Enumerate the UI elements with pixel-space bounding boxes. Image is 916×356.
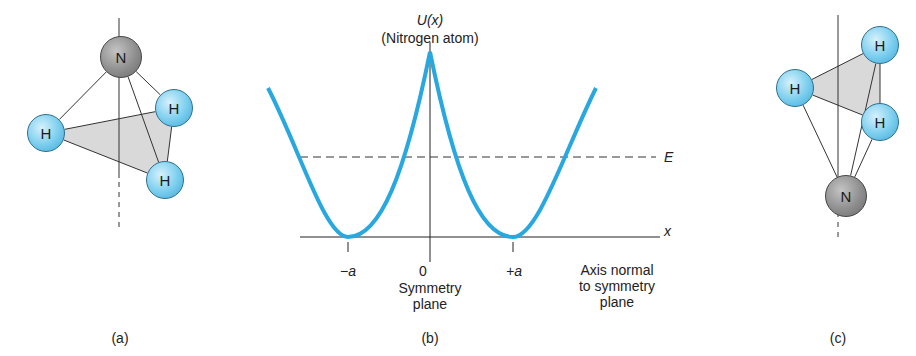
atom-symbol: H [790,80,801,97]
hydrogen-atom: H [861,26,899,64]
atom-symbol: N [116,49,127,66]
symmetry-axis [838,212,839,240]
tick [513,242,514,252]
atom-symbol: H [169,100,180,117]
tick-label: +a [506,263,522,279]
hydrogen-atom: H [27,114,65,152]
tick-label: −a [340,263,356,279]
bond-line [136,72,160,95]
atom-symbol: H [875,114,886,131]
atom-symbol: H [160,172,171,189]
atom-symbol: H [875,37,886,54]
nitrogen-atom: N [825,175,867,217]
bond-line [65,112,156,130]
bond-line [64,140,148,173]
axis-title: U(x) [417,12,443,28]
bond-line [812,54,863,80]
atom-symbol: N [841,188,852,205]
axis-note: Axis normal to symmetry plane [574,262,660,310]
axis-note: Symmetry plane [392,280,468,312]
axis-label: x [664,223,671,239]
hydrogen-atom: H [776,69,814,107]
bond-line [855,139,872,177]
symmetry-axis [119,182,120,232]
potential-curve [268,52,596,237]
bond-line [880,64,881,103]
nitrogen-atom: N [100,36,142,78]
panel-label: (b) [421,330,438,346]
bond-line [803,105,837,177]
panel-label: (a) [111,330,128,346]
axis-subtitle: (Nitrogen atom) [381,30,478,46]
atom-symbol: H [41,125,52,142]
tick-label: 0 [417,263,429,279]
bond-line [167,127,171,161]
bond-line [59,72,106,120]
tick [348,242,349,252]
energy-label: E [664,149,673,165]
energy-level [300,157,656,158]
hydrogen-atom: H [155,89,193,127]
symmetry-axis [838,15,839,190]
hydrogen-atom: H [146,161,184,199]
bond-line [128,77,159,162]
symmetry-plane-axis [430,42,431,262]
hydrogen-atom: H [861,103,899,141]
bond-line [813,95,863,115]
panel-label: (c) [830,330,846,346]
